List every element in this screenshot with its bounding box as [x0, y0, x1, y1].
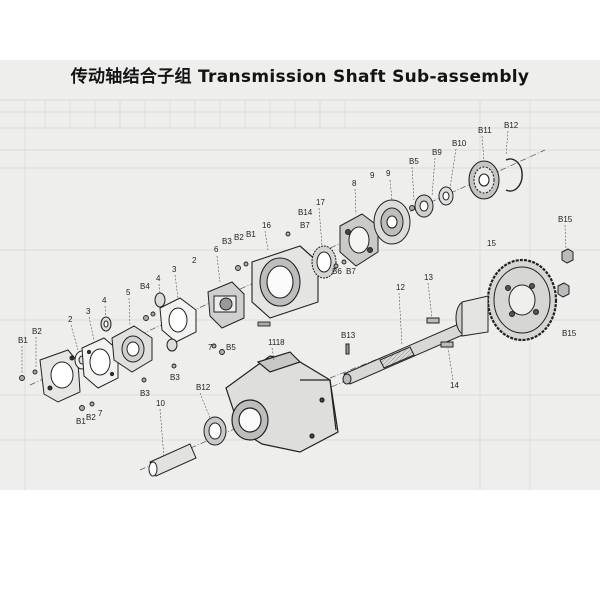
- callout-5: 5: [126, 288, 131, 297]
- seal-ring-4-mid: [154, 292, 166, 308]
- callout-1118: 1118: [268, 338, 285, 347]
- seal-cover-5: [111, 325, 153, 373]
- clutch-hub-8: [339, 213, 379, 267]
- nut-B15-top: [561, 248, 574, 264]
- circlip-B12-top: [505, 158, 523, 192]
- callout-4-left: 4: [102, 296, 107, 305]
- gear-15: [486, 258, 558, 342]
- callout-2-mid: 2: [192, 256, 197, 265]
- callout-4-mid: 4: [156, 274, 161, 283]
- callout-8: 8: [352, 179, 357, 188]
- callout-B13: B13: [341, 331, 356, 340]
- callout-7-bot: 7: [98, 409, 103, 418]
- oil-seal-4-left: [100, 316, 112, 332]
- bearing-B9: [414, 194, 434, 218]
- callout-B3-top: B3: [222, 237, 232, 246]
- callout-10: 10: [156, 399, 165, 408]
- seal-ring-2-mid: [166, 338, 178, 352]
- left-flange-plate: [39, 349, 81, 403]
- bearing-housing-16: [251, 245, 319, 319]
- callout-B15-bot: B15: [562, 329, 577, 338]
- callout-B12-low: B12: [196, 383, 211, 392]
- bearing-B12-low: [203, 416, 227, 446]
- callout-B1-bot: B1: [76, 417, 86, 426]
- callout-17: 17: [316, 198, 325, 207]
- page-title: 传动轴结合子组 Transmission Shaft Sub-assembly: [70, 67, 530, 87]
- callout-B1-top: B1: [246, 230, 256, 239]
- callout-B15-top: B15: [558, 215, 573, 224]
- callout-B14: B14: [298, 208, 313, 217]
- callout-B2-bot: B2: [86, 413, 96, 422]
- bearing-B10: [438, 186, 454, 206]
- callout-3-mid: 3: [172, 265, 177, 274]
- callout-3-left: 3: [86, 307, 91, 316]
- callout-B3-low: B3: [170, 373, 180, 382]
- gear-ring-17: [311, 245, 337, 279]
- callout-6: 6: [214, 245, 219, 254]
- callout-B3-bot: B3: [140, 389, 150, 398]
- callout-7: 7: [208, 343, 213, 352]
- callout-B9: B9: [432, 148, 442, 157]
- callout-14: 14: [450, 381, 459, 390]
- sleeve-10: [148, 443, 197, 477]
- small-fasteners: [19, 205, 415, 411]
- callout-9-b: 9: [386, 169, 391, 178]
- callout-B12-top: B12: [504, 121, 519, 130]
- bolt-13: [426, 317, 440, 324]
- leader-lines: [21, 130, 567, 459]
- callout-B10: B10: [452, 139, 467, 148]
- callout-B4: B4: [140, 282, 150, 291]
- callout-B11: B11: [478, 126, 492, 135]
- gasket-3-left: [81, 337, 119, 389]
- callout-12: 12: [396, 283, 405, 292]
- gasket-3-mid: [159, 297, 197, 343]
- nut-B15-bot: [557, 282, 570, 298]
- gearbox-housing-1118: [225, 351, 339, 453]
- transmission-shaft-12: [342, 295, 489, 385]
- callout-B2-top: B2: [234, 233, 244, 242]
- bearing-B11: [468, 160, 500, 200]
- callout-9-a: 9: [370, 171, 375, 180]
- callout-13: 13: [424, 273, 433, 282]
- callout-B7-mid: B7: [346, 267, 356, 276]
- callout-B1-left: B1: [18, 336, 28, 345]
- callout-2-left: 2: [68, 315, 73, 324]
- callout-16: 16: [262, 221, 271, 230]
- callout-15: 15: [487, 239, 496, 248]
- callout-B6: B6: [332, 267, 342, 276]
- bearing-cap-6: [207, 281, 245, 329]
- callout-B5-top: B5: [409, 157, 419, 166]
- bolt-14: [440, 341, 454, 348]
- pin-B13: [345, 343, 350, 355]
- callout-B5-low: B5: [226, 343, 236, 352]
- callout-labels: B1 B2 2 3 4 5 B4 4 3 2 B3 6 B2 B1 16 B14…: [18, 121, 577, 426]
- callout-B2-left: B2: [32, 327, 42, 336]
- hub-disc-9: [373, 199, 411, 245]
- callout-B7-top: B7: [300, 221, 310, 230]
